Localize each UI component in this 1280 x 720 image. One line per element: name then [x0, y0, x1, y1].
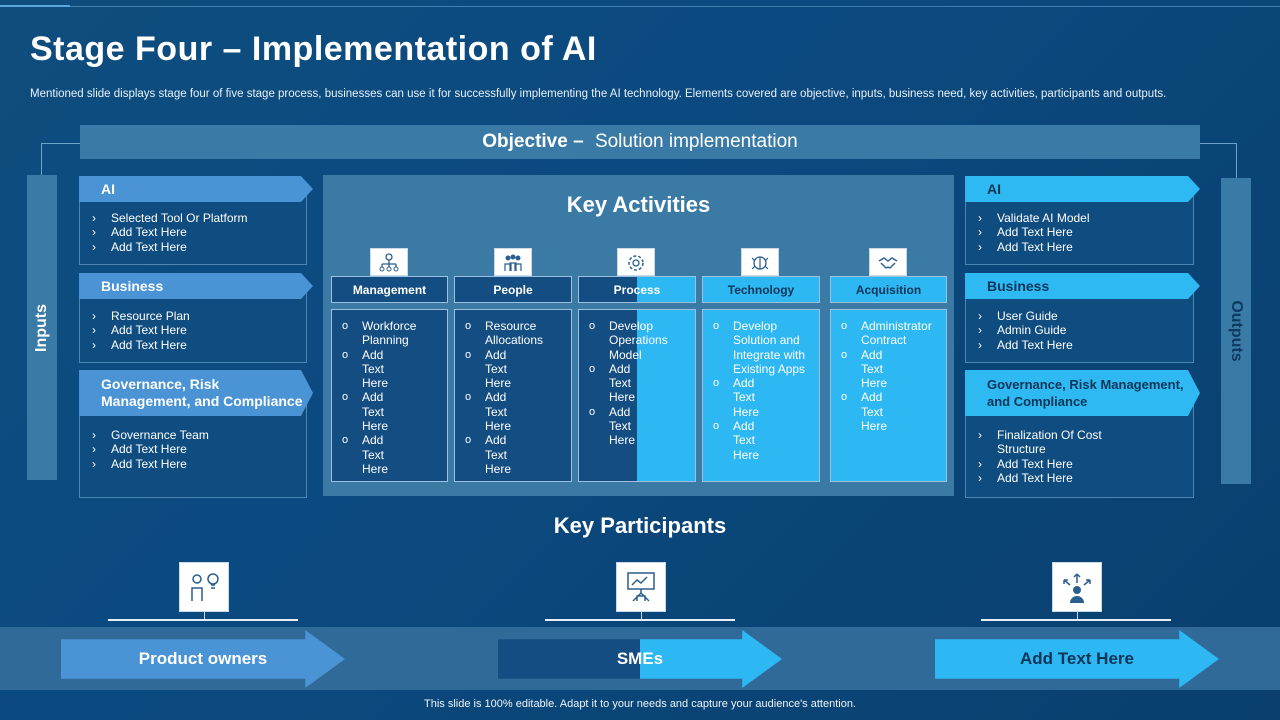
list-item: Add Text Here	[80, 225, 306, 240]
column-header-process: Process	[578, 276, 696, 303]
list-item: Administrator Contract	[831, 319, 940, 348]
objective-connector-left	[41, 143, 81, 176]
list-item: Add Text Here	[332, 390, 441, 433]
participant-underline	[108, 619, 298, 621]
participant-connector	[641, 612, 642, 620]
output-business-tab: Business	[965, 273, 1200, 299]
column-header-acquisition: Acquisition	[830, 276, 947, 303]
participant-underline	[981, 619, 1171, 621]
tab-title-line: Governance, Risk Management,	[987, 377, 1184, 392]
list-item: Add Text Here	[966, 338, 1193, 353]
list-item: Resource Allocations	[455, 319, 565, 348]
list-item: Add Text Here	[80, 338, 306, 353]
ai-brain-icon	[741, 248, 779, 276]
list-item: Add Text Here	[455, 348, 565, 391]
slide-title: Stage Four – Implementation of AI	[30, 30, 597, 68]
list-item: Add Text Here	[966, 225, 1193, 240]
list-item: Selected Tool Or Platform	[80, 211, 306, 226]
participant-arrow-add-text: Add Text Here	[935, 630, 1219, 688]
column-header-people: People	[454, 276, 572, 303]
output-ai-tab: AI	[965, 176, 1200, 202]
list-item: Validate AI Model	[966, 211, 1193, 226]
list-item: Add Text Here	[966, 471, 1133, 486]
list-item: Admin Guide	[966, 323, 1193, 338]
column-body-management: Workforce Planning Add Text Here Add Tex…	[331, 309, 448, 482]
key-activities-title: Key Activities	[566, 192, 711, 217]
outputs-label: Outputs	[1228, 300, 1245, 362]
person-arrows-icon	[1052, 562, 1102, 612]
list-item: Develop Operations Model	[579, 319, 689, 362]
person-idea-icon	[179, 562, 229, 612]
people-icon	[494, 248, 532, 276]
objective-connector-right	[1200, 143, 1237, 178]
process-gear-icon	[617, 248, 655, 276]
column-body-people: Resource Allocations Add Text Here Add T…	[454, 309, 572, 482]
participant-arrow-product-owners: Product owners	[61, 630, 345, 688]
key-participants-title: Key Participants	[553, 513, 727, 538]
column-body-technology: Develop Solution and Integrate with Exis…	[702, 309, 820, 482]
footer-note: This slide is 100% editable. Adapt it to…	[424, 698, 856, 710]
objective-label: Objective –	[482, 131, 584, 152]
list-item: Add Text Here	[455, 433, 565, 476]
list-item: Develop Solution and Integrate with Exis…	[703, 319, 813, 376]
list-item: Add Text Here	[966, 240, 1193, 255]
list-item: Add Text Here	[703, 419, 813, 462]
objective-value: Solution implementation	[594, 131, 798, 152]
list-item: Add Text Here	[579, 362, 689, 405]
top-divider	[0, 6, 1280, 7]
handshake-icon	[869, 248, 907, 276]
slide-subtitle: Mentioned slide displays stage four of f…	[30, 88, 1167, 100]
column-header-technology: Technology	[702, 276, 820, 303]
column-body-acquisition: Administrator Contract Add Text Here Add…	[830, 309, 947, 482]
input-ai-tab: AI	[79, 176, 313, 202]
list-item: Governance Team	[80, 428, 306, 443]
list-item: Resource Plan	[80, 309, 306, 324]
output-ai-box: Validate AI Model Add Text Here Add Text…	[965, 190, 1194, 265]
input-business-tab: Business	[79, 273, 313, 299]
list-item: Add Text Here	[455, 390, 565, 433]
column-body-process: Develop Operations Model Add Text Here A…	[578, 309, 696, 482]
list-item: Add Text Here	[579, 405, 689, 448]
column-header-management: Management	[331, 276, 448, 303]
org-chart-icon	[370, 248, 408, 276]
objective-banner: Objective – Solution implementation	[80, 125, 1200, 159]
tab-title-line: Governance, Risk	[101, 376, 220, 392]
tab-title-line: and Compliance	[987, 394, 1088, 409]
list-item: Add Text Here	[80, 442, 306, 457]
list-item: Add Text Here	[332, 433, 441, 476]
list-item: Add Text Here	[831, 390, 940, 433]
inputs-label: Inputs	[33, 303, 50, 352]
list-item: Add Text Here	[332, 348, 441, 391]
list-item: User Guide	[966, 309, 1193, 324]
list-item: Finalization Of Cost Structure	[966, 428, 1133, 457]
list-item: Add Text Here	[703, 376, 813, 419]
output-governance-tab: Governance, Risk Management, and Complia…	[965, 370, 1200, 416]
participant-connector	[1077, 612, 1078, 620]
list-item: Workforce Planning	[332, 319, 441, 348]
participant-connector	[204, 612, 205, 620]
presentation-icon	[616, 562, 666, 612]
top-accent-bar	[0, 5, 70, 7]
list-item: Add Text Here	[80, 323, 306, 338]
input-business-box: Resource Plan Add Text Here Add Text Her…	[79, 288, 307, 363]
tab-title-line: Management, and Compliance	[101, 393, 303, 409]
inputs-sidebar: Inputs	[27, 175, 57, 480]
input-governance-tab: Governance, Risk Management, and Complia…	[79, 370, 313, 416]
list-item: Add Text Here	[80, 457, 306, 472]
outputs-sidebar: Outputs	[1221, 178, 1251, 484]
list-item: Add Text Here	[831, 348, 940, 391]
output-business-box: User Guide Admin Guide Add Text Here	[965, 288, 1194, 363]
list-item: Add Text Here	[80, 240, 306, 255]
list-item: Add Text Here	[966, 457, 1133, 472]
participant-underline	[545, 619, 735, 621]
input-ai-box: Selected Tool Or Platform Add Text Here …	[79, 190, 307, 265]
participant-arrow-smes: SMEs	[498, 630, 782, 688]
